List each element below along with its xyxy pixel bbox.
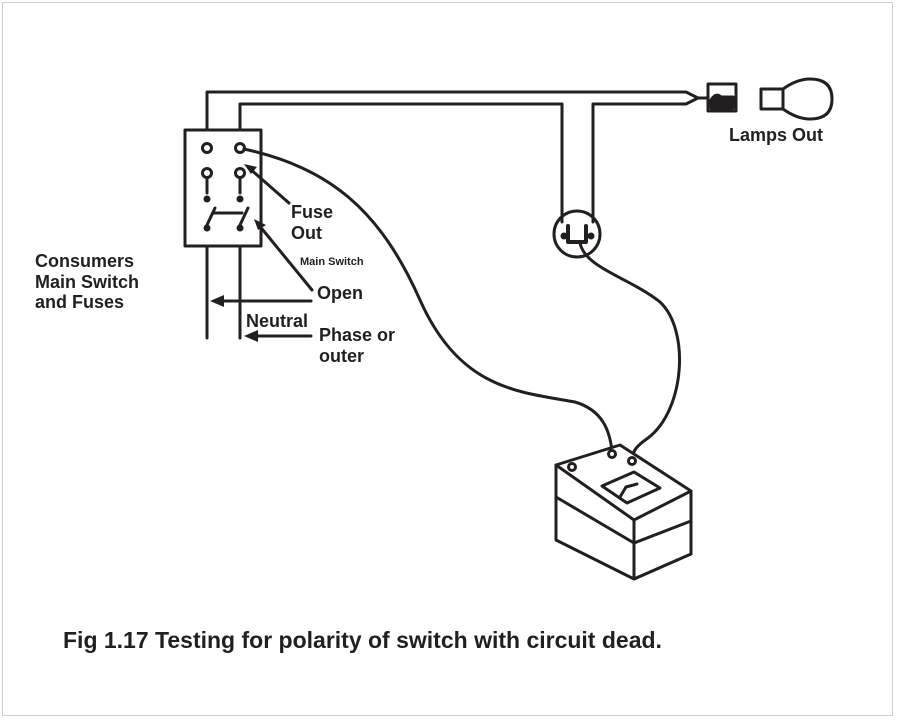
ceiling-rose-icon (552, 209, 602, 259)
consumers-label: Consumers Main Switch and Fuses (35, 251, 140, 313)
figure-caption: Fig 1.17 Testing for polarity of switch … (63, 627, 662, 653)
fuse-out-label: Fuse Out (291, 202, 334, 243)
phase-label: Phase or outer (319, 325, 396, 366)
pointer-arrows (220, 166, 314, 338)
supply-wiring (205, 90, 710, 340)
neutral-label: Neutral (246, 311, 309, 331)
lamp-bulb-icon (759, 77, 834, 121)
tester-meter-icon (554, 443, 693, 581)
main-switch-label: Main Switch (300, 256, 364, 268)
switch-fuse-box-icon (183, 128, 263, 248)
test-leads (242, 147, 681, 460)
open-label: Open (317, 283, 364, 303)
lamps-out-label: Lamps Out (729, 125, 824, 145)
lamp-holder-icon (706, 82, 738, 113)
